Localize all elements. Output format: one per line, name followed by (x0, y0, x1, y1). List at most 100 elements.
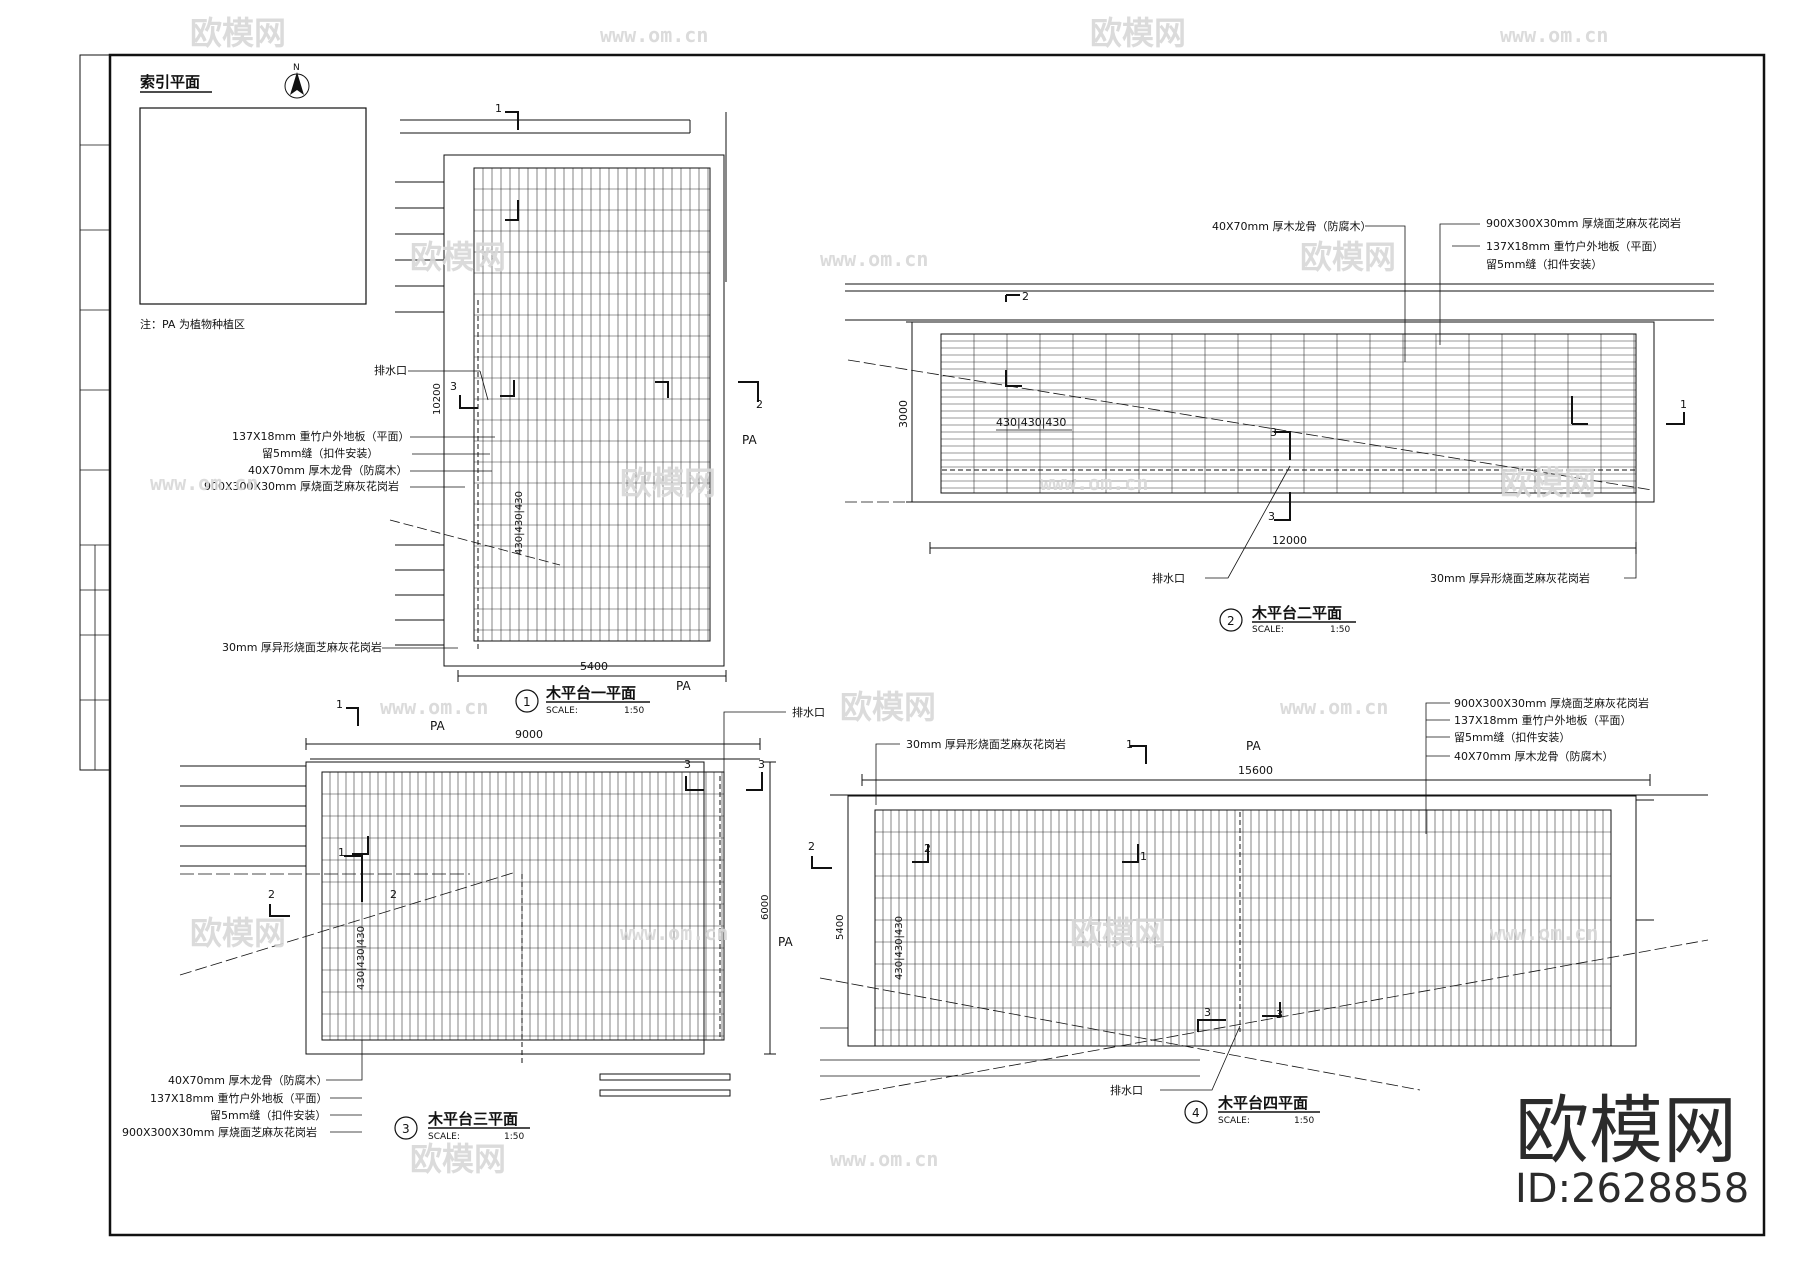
plan2-scale-label: SCALE: (1252, 625, 1284, 635)
plan2-leaders (1205, 223, 1637, 579)
plan4-slope-line-b (819, 939, 1709, 1101)
plan3-section-marks (269, 707, 763, 917)
plan1-num-circle (515, 689, 539, 713)
plan4-section-marks (811, 745, 1281, 1032)
plan1-num: 1 (523, 695, 531, 709)
plan3-dim-spacing: 430|430|430 (356, 926, 367, 990)
plan3-outline (305, 758, 760, 1065)
watermark-brand: 欧模网 (1070, 914, 1166, 952)
plan2-slope-line (847, 359, 1653, 491)
watermark-url: www.om.cn (830, 1147, 938, 1171)
plan4-sec-2b: 2 (924, 842, 931, 855)
plan4-right-lines (1636, 799, 1654, 921)
plan1-slope-line (389, 519, 561, 566)
plan4-num-circle (1184, 1100, 1208, 1124)
brand-id-text: ID:2628858 (1515, 1166, 1749, 1212)
plan1-leaders (382, 370, 495, 649)
watermark-group: 欧模网 www.om.cn 欧模网 www.om.cn 欧模网 www.om.c… (150, 14, 1608, 1178)
plan4-sec-3: 3 (1204, 1006, 1211, 1019)
index-plan-box (139, 107, 367, 305)
plan2-num: 2 (1227, 614, 1235, 628)
watermark-url: www.om.cn (820, 247, 928, 271)
plan3-bottom-slabs (599, 1073, 731, 1097)
plan1-note-gap: 留5mm缝（扣件安装） (262, 446, 378, 460)
plan3-area-label-right: PA (778, 935, 793, 949)
plan1-dim-height-label: 10200 (432, 383, 443, 415)
watermark-brand: 欧模网 (840, 688, 936, 726)
watermark-brand: 欧模网 (620, 464, 716, 502)
plan2-note-edge: 30mm 厚异形烧面芝麻灰花岗岩 (1430, 571, 1590, 585)
plan3-scale: 1:50 (504, 1132, 524, 1142)
title-strip-lines (80, 144, 110, 770)
plan3-sec-2b: 2 (390, 888, 397, 901)
plan1-sec-1: 1 (495, 102, 502, 115)
plan4-sec-3b: 3 (1276, 1008, 1283, 1021)
plan2-sec-2: 2 (1022, 290, 1029, 303)
plan4-dim-width-label: 15600 (1238, 764, 1273, 777)
plan3-sec-1b: 1 (338, 846, 345, 859)
plan4-scale-label: SCALE: (1218, 1116, 1250, 1126)
brand-logo-text: 欧模网 (1515, 1088, 1737, 1174)
plan4-note-gap: 留5mm缝（扣件安装） (1454, 730, 1570, 744)
plan1-section-marks (459, 111, 759, 409)
plan3-sec-3b: 3 (758, 758, 765, 771)
plan1-scale-label: SCALE: (546, 706, 578, 716)
plan2-scale: 1:50 (1330, 625, 1350, 635)
watermark-brand: 欧模网 (190, 914, 286, 952)
watermark-brand: 欧模网 (190, 14, 286, 52)
plan4-note-drain: 排水口 (1110, 1083, 1143, 1097)
plan3-area-label-top: PA (430, 719, 445, 733)
watermark-brand: 欧模网 (1090, 14, 1186, 52)
plan1-area-label-right: PA (742, 433, 757, 447)
plan3-slope-line (179, 871, 517, 976)
watermark-brand: 欧模网 (410, 1140, 506, 1178)
plan4-dim-width (861, 774, 1651, 786)
plan1-deck (473, 167, 710, 641)
plan3-title: 木平台三平面 (427, 1110, 518, 1128)
plan1-dim-width-label: 5400 (580, 660, 608, 673)
plan4-area-label: PA (1246, 739, 1261, 753)
plan4-note-edge: 30mm 厚异形烧面芝麻灰花岗岩 (906, 737, 1066, 751)
plan4-sec-2: 2 (808, 840, 815, 853)
plan1-note-granite: 900X300X30mm 厚烧面芝麻灰花岗岩 (204, 479, 399, 493)
watermark-url: www.om.cn (150, 471, 258, 495)
plan3-sec-3: 3 (684, 758, 691, 771)
plan3-note-drain: 排水口 (792, 705, 825, 719)
plan2-num-circle (1219, 608, 1243, 632)
plan3-note-granite: 900X300X30mm 厚烧面芝麻灰花岗岩 (122, 1125, 317, 1139)
watermark-brand: 欧模网 (410, 238, 506, 276)
plan3-num-circle (394, 1116, 418, 1140)
plan2-note-granite: 900X300X30mm 厚烧面芝麻灰花岗岩 (1486, 216, 1681, 230)
plan4-dim-height-label: 5400 (835, 915, 846, 940)
watermark-url: www.om.cn (620, 921, 728, 945)
plan1-title: 木平台一平面 (545, 684, 636, 702)
plan4-leaders (875, 702, 1450, 1091)
watermark-url: www.om.cn (1490, 921, 1598, 945)
plan1-outline (400, 112, 727, 667)
plan2-deck (940, 333, 1636, 493)
plan1-note-drain: 排水口 (374, 363, 407, 377)
plan4-note-floor: 137X18mm 重竹户外地板（平面） (1454, 713, 1631, 727)
watermark-url: www.om.cn (600, 23, 708, 47)
plan4-bottom-lines (820, 1027, 1200, 1077)
plan3-dim-height-label: 6000 (760, 895, 771, 920)
plan1-note-edge: 30mm 厚异形烧面芝麻灰花岗岩 (222, 640, 382, 654)
plan2-sec-3a: 3 (1270, 426, 1277, 439)
plan4-title: 木平台四平面 (1217, 1094, 1308, 1112)
north-label: N (293, 63, 300, 73)
plan2-note-joist: 40X70mm 厚木龙骨（防腐木） (1212, 219, 1371, 233)
plan3-left-lines (180, 765, 306, 867)
watermark-url: www.om.cn (380, 695, 488, 719)
plan4-num: 4 (1192, 1106, 1200, 1120)
plan1-sec-3: 3 (450, 380, 457, 393)
plan1-note-floor: 137X18mm 重竹户外地板（平面） (232, 429, 409, 443)
watermark-url: www.om.cn (1500, 23, 1608, 47)
plan3-note-joist: 40X70mm 厚木龙骨（防腐木） (168, 1073, 327, 1087)
plan2-note-gap: 留5mm缝（扣件安装） (1486, 257, 1602, 271)
plan1-sec-2: 2 (756, 398, 763, 411)
plan2-dim-height-label: 3000 (897, 400, 910, 428)
plan4-slope-line-a (819, 977, 1421, 1091)
watermark-url: www.om.cn (1280, 695, 1388, 719)
plan2-dim-height (906, 321, 918, 503)
